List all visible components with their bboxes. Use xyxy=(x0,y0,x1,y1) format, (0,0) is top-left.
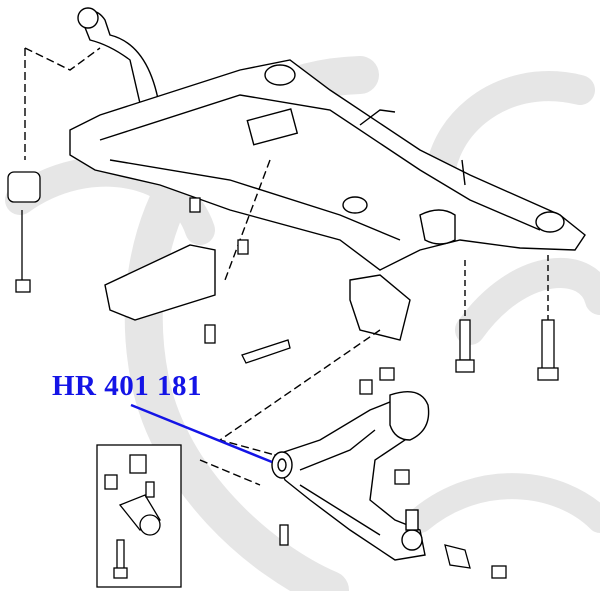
fasteners xyxy=(7,171,559,579)
leader-line xyxy=(130,403,273,464)
ball-joint-inset xyxy=(96,444,182,588)
part-number-label: HR 401 181 xyxy=(52,370,202,402)
control-arm xyxy=(271,391,430,561)
subframe-drawing xyxy=(24,7,586,486)
